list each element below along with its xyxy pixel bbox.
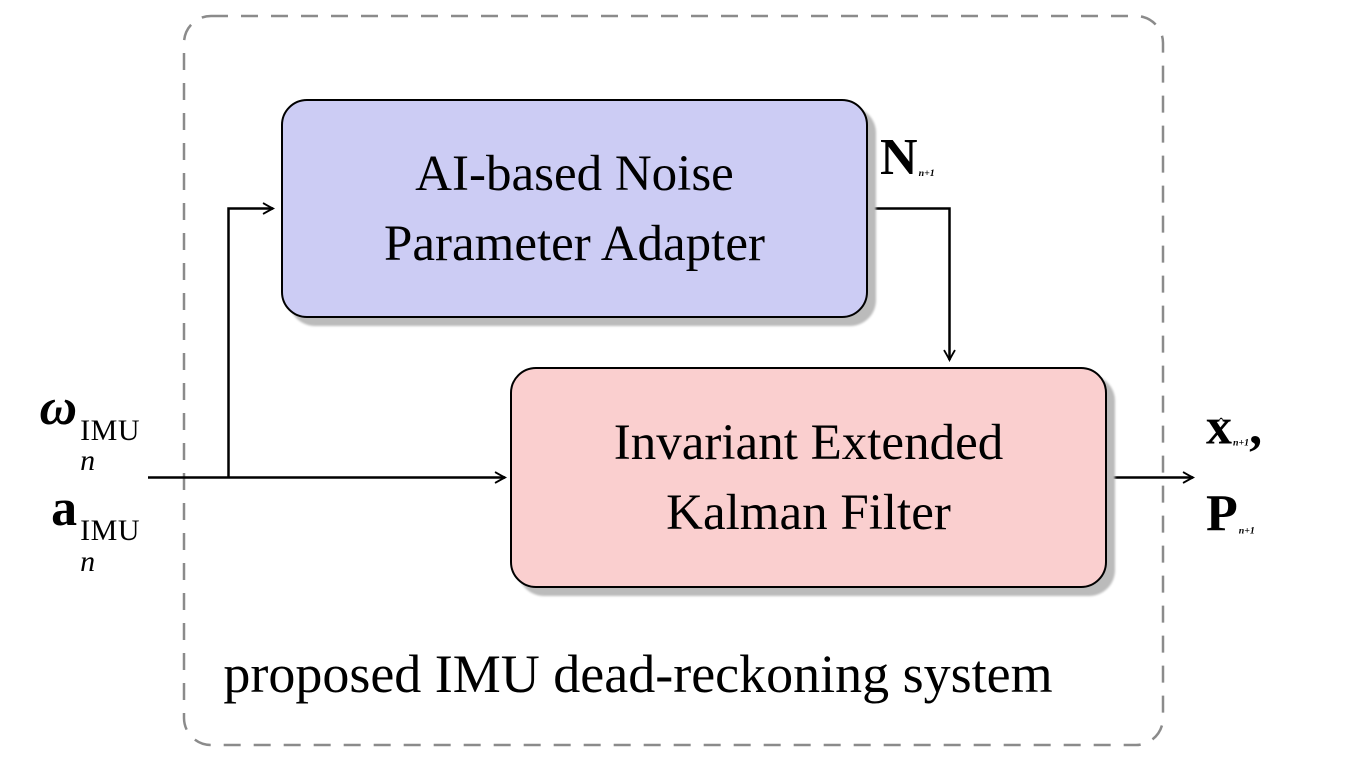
accel-subscript: n	[80, 545, 96, 579]
adapter-block: AI-based Noise Parameter Adapter	[281, 99, 868, 318]
omega-superscript: IMU	[80, 413, 140, 447]
omega-symbol: ω	[39, 379, 78, 437]
adapter-block-label-line2: Parameter Adapter	[384, 215, 765, 272]
input-branch-arrow	[227, 209, 274, 478]
noise-subscript: n+1	[918, 168, 935, 180]
omega-subscript: n	[80, 444, 96, 478]
adapter-block-label-line1: AI-based Noise	[415, 145, 734, 202]
covariance-output-label: Pn+1	[1206, 479, 1255, 566]
system-caption: proposed IMU dead-reckoning system	[223, 644, 1053, 704]
noise-params-label: Nn+1	[880, 128, 935, 204]
covariance-subscript: n+1	[1238, 525, 1255, 537]
noise-symbol: N	[880, 129, 918, 186]
kalman-filter-block: Invariant Extended Kalman Filter	[510, 367, 1107, 588]
system-boundary-dashed-box	[182, 14, 1165, 747]
accel-superscript: IMU	[80, 514, 140, 548]
state-subscript: n+1	[1233, 438, 1250, 449]
hat-accent: ˆ	[1218, 415, 1224, 431]
accel-symbol: a	[51, 480, 78, 537]
state-comma: ,	[1249, 398, 1263, 456]
noise-params-arrow	[868, 207, 950, 361]
state-symbol: x	[1206, 398, 1232, 456]
kalman-filter-block-label-line2: Kalman Filter	[666, 484, 951, 541]
kalman-filter-block-label-line1: Invariant Extended	[613, 414, 1004, 471]
covariance-symbol: P	[1206, 486, 1238, 543]
